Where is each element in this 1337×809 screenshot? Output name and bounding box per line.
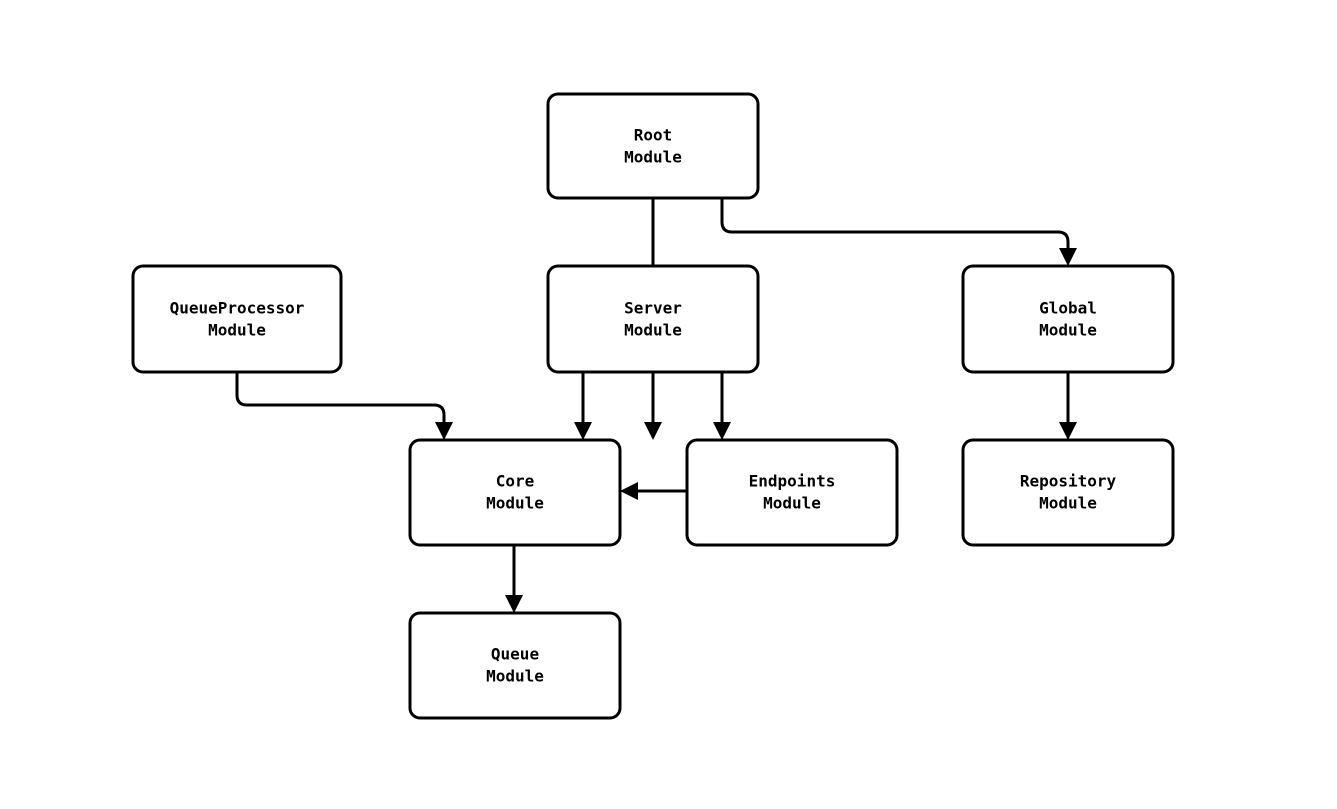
- node-root-module-box[interactable]: [546, 92, 760, 200]
- edge-endpoints-to-core-arrowhead: [620, 482, 638, 500]
- node-endpoints-module-box[interactable]: [685, 438, 899, 547]
- node-queue-module-label-line2: Module: [486, 667, 544, 686]
- edge-endpoints-to-core: [620, 482, 687, 500]
- edge-global-to-repository: [1059, 372, 1077, 440]
- node-server-module[interactable]: Server Module: [546, 264, 760, 374]
- node-core-module-label-line1: Core: [496, 472, 535, 491]
- node-repository-module-label-line2: Module: [1039, 494, 1097, 513]
- node-global-module-box[interactable]: [961, 264, 1175, 374]
- edge-queueprocessor-to-core: [235, 372, 453, 440]
- edge-server-to-endpoints-arrowhead: [713, 422, 731, 440]
- node-global-module[interactable]: Global Module: [961, 264, 1175, 374]
- node-queue-module-label-line1: Queue: [491, 645, 539, 664]
- edge-root-to-global: [720, 198, 1077, 266]
- node-global-module-label-line1: Global: [1039, 299, 1097, 318]
- node-queueprocessor-module-label-line1: QueueProcessor: [170, 299, 305, 318]
- node-core-module-label-line2: Module: [486, 494, 544, 513]
- edge-core-to-queue: [505, 545, 523, 613]
- node-queue-module-box[interactable]: [408, 611, 622, 720]
- node-root-module[interactable]: Root Module: [546, 92, 760, 200]
- node-endpoints-module-label-line1: Endpoints: [749, 472, 836, 491]
- edge-core-to-queue-arrowhead: [505, 595, 523, 613]
- node-root-module-label-line1: Root: [634, 126, 673, 145]
- node-endpoints-module[interactable]: Endpoints Module: [685, 438, 899, 547]
- node-root-module-label-line2: Module: [624, 148, 682, 167]
- node-core-module[interactable]: Core Module: [408, 438, 622, 547]
- node-server-module-label-line2: Module: [624, 321, 682, 340]
- node-server-module-box[interactable]: [546, 264, 760, 374]
- node-queueprocessor-module-box[interactable]: [131, 264, 343, 374]
- node-queueprocessor-module-label-line2: Module: [208, 321, 266, 340]
- edge-queueprocessor-to-core-arrowhead: [435, 422, 453, 440]
- node-endpoints-module-label-line2: Module: [763, 494, 821, 513]
- edge-queueprocessor-to-core-line: [235, 372, 446, 425]
- node-layer: Root Module QueueProcessor Module Server…: [131, 92, 1175, 720]
- node-core-module-box[interactable]: [408, 438, 622, 547]
- node-global-module-label-line2: Module: [1039, 321, 1097, 340]
- edge-root-to-global-arrowhead: [1059, 248, 1077, 266]
- node-server-module-label-line1: Server: [624, 299, 682, 318]
- edge-global-to-repository-arrowhead: [1059, 422, 1077, 440]
- edge-root-to-server-arrowhead: [644, 422, 662, 440]
- edge-layer: [235, 198, 1077, 613]
- node-repository-module[interactable]: Repository Module: [961, 438, 1175, 547]
- edge-server-to-endpoints: [713, 372, 731, 440]
- edge-server-to-core-arrowhead: [574, 422, 592, 440]
- edge-root-to-global-line: [720, 198, 1070, 251]
- node-repository-module-label-line1: Repository: [1020, 472, 1117, 491]
- edge-server-to-core: [574, 372, 592, 440]
- node-repository-module-box[interactable]: [961, 438, 1175, 547]
- node-queueprocessor-module[interactable]: QueueProcessor Module: [131, 264, 343, 374]
- node-queue-module[interactable]: Queue Module: [408, 611, 622, 720]
